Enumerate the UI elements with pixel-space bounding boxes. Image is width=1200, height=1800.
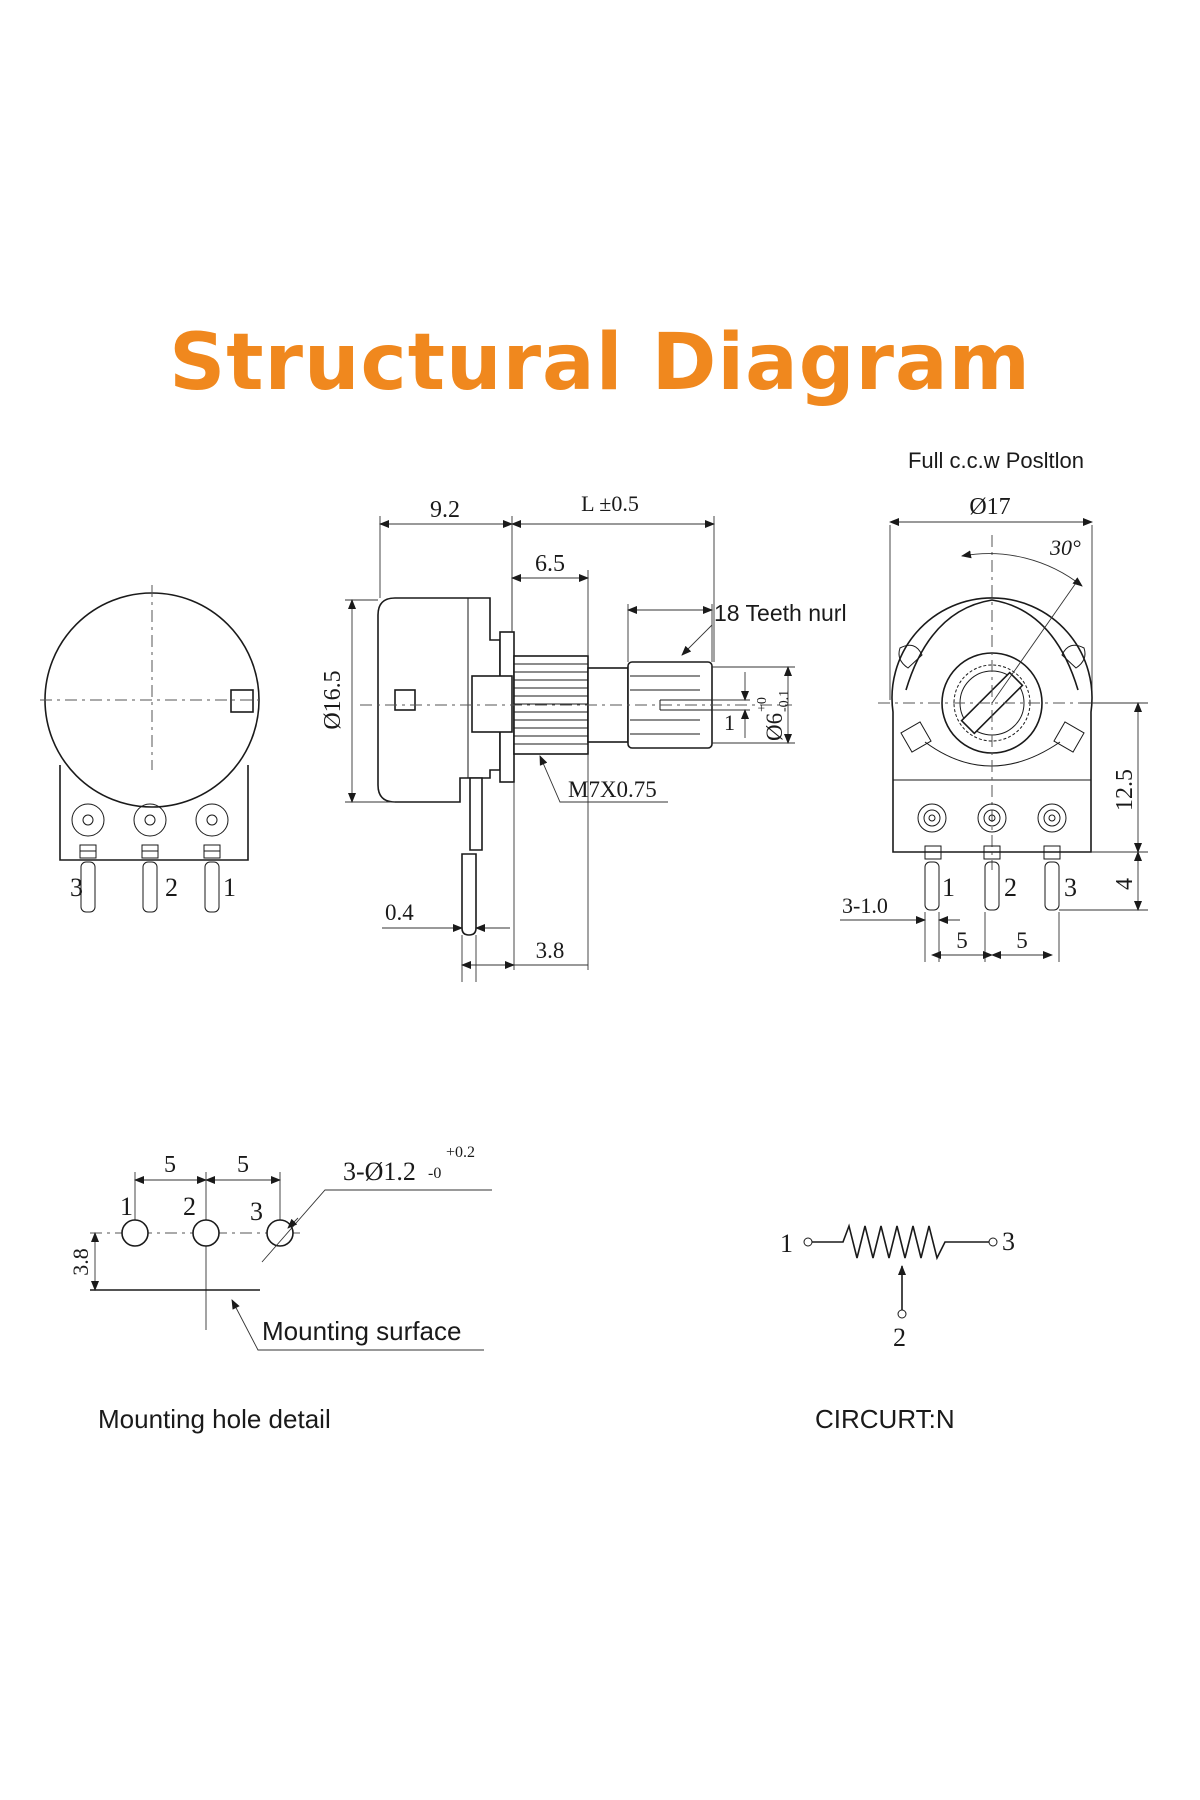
dim-shaft-tol-lower: -0.1 bbox=[777, 690, 792, 712]
rear-terminal-2 bbox=[977, 803, 1007, 911]
rear-dim-pitch-a: 5 bbox=[956, 928, 968, 953]
circuit-terminal-2 bbox=[897, 1309, 907, 1319]
front-view: 3 2 1 bbox=[40, 585, 262, 913]
circuit-diagram: 1 3 2 CIRCURT:N bbox=[780, 1223, 1015, 1434]
dim-terminal-thickness: 0.4 bbox=[385, 900, 414, 925]
dim-shaft-length: L ±0.5 bbox=[581, 491, 639, 516]
mount-dim-offset: 3.8 bbox=[68, 1248, 93, 1276]
mount-dim-pitch-b: 5 bbox=[237, 1152, 249, 1178]
side-threaded-bushing bbox=[513, 655, 589, 755]
mount-dim-hole-upper: +0.2 bbox=[446, 1144, 475, 1161]
mount-hole-label-1: 1 bbox=[120, 1192, 133, 1221]
front-pin-label-2: 2 bbox=[165, 873, 178, 902]
rear-dim-angle: 30° bbox=[1049, 535, 1081, 560]
front-mount-bracket bbox=[59, 765, 249, 861]
rear-dim-height: 12.5 bbox=[1112, 769, 1138, 811]
mount-caption: Mounting hole detail bbox=[98, 1404, 331, 1434]
circuit-pin-label-3: 3 bbox=[1002, 1227, 1015, 1256]
rear-dim-pin-width: 3-1.0 bbox=[842, 893, 888, 918]
rear-dim-pitch-b: 5 bbox=[1016, 928, 1028, 953]
page-title: Structural Diagram bbox=[169, 318, 1031, 408]
rear-terminal-3 bbox=[1037, 803, 1067, 911]
mount-dim-hole-lower: -0 bbox=[428, 1165, 441, 1182]
mount-hole-2 bbox=[192, 1219, 220, 1247]
circuit-pin-label-1: 1 bbox=[780, 1229, 793, 1258]
mount-hole-1 bbox=[121, 1219, 149, 1247]
mount-hole-label-2: 2 bbox=[183, 1192, 196, 1221]
dim-terminal-offset: 3.8 bbox=[536, 938, 565, 963]
dim-shaft-tol-upper: +0 bbox=[755, 697, 770, 712]
rear-pin-label-1: 1 bbox=[942, 873, 955, 902]
front-anti-rotation-tab bbox=[230, 689, 254, 713]
rear-pin-label-2: 2 bbox=[1004, 873, 1017, 902]
mount-hole-label-3: 3 bbox=[250, 1197, 263, 1226]
label-knurl: 18 Teeth nurl bbox=[714, 600, 847, 626]
dim-body-depth: 9.2 bbox=[430, 497, 460, 523]
mount-surface-label: Mounting surface bbox=[262, 1316, 461, 1346]
side-terminal bbox=[469, 777, 483, 851]
side-tab bbox=[394, 689, 416, 711]
rear-position-label: Full c.c.w Posltlon bbox=[908, 448, 1084, 473]
circuit-terminal-1 bbox=[803, 1237, 813, 1247]
rear-pin-label-3: 3 bbox=[1064, 873, 1077, 902]
dim-slot: 1 bbox=[724, 710, 735, 735]
rear-view: Full c.c.w Posltlon Ø17 30° bbox=[840, 448, 1148, 962]
front-terminal-2 bbox=[133, 803, 167, 913]
rear-terminal-1 bbox=[917, 803, 947, 911]
circuit-terminal-3 bbox=[988, 1237, 998, 1247]
resistor-symbol bbox=[812, 1223, 989, 1261]
rear-dim-pin-length: 4 bbox=[1112, 878, 1138, 890]
front-pin-label-1: 1 bbox=[223, 873, 236, 902]
front-pin-label-3: 3 bbox=[70, 873, 83, 902]
front-terminal-1 bbox=[195, 803, 229, 913]
rear-dim-diameter: Ø17 bbox=[969, 494, 1010, 520]
circuit-pin-label-2: 2 bbox=[893, 1323, 906, 1352]
dim-shaft-diameter: Ø6 bbox=[762, 713, 787, 741]
front-terminal-3 bbox=[71, 803, 105, 913]
side-view: 9.2 L ±0.5 6.5 18 Teeth nurl Ø16.5 M7 bbox=[320, 491, 847, 982]
dim-thread-length: 6.5 bbox=[535, 551, 565, 577]
side-housing bbox=[377, 597, 501, 803]
side-thread-lines bbox=[514, 663, 588, 745]
mounting-detail: 5 5 1 2 3 3-Ø1.2 +0.2 -0 3.8 Mounting su… bbox=[68, 1144, 492, 1434]
mount-dim-pitch-a: 5 bbox=[164, 1152, 176, 1178]
mount-hole-3 bbox=[266, 1219, 294, 1247]
dim-body-diameter: Ø16.5 bbox=[320, 670, 346, 729]
rear-body bbox=[891, 597, 1093, 853]
circuit-caption: CIRCURT:N bbox=[815, 1404, 955, 1434]
mount-dim-hole: 3-Ø1.2 bbox=[343, 1157, 416, 1186]
label-thread-text: M7X0.75 bbox=[568, 777, 657, 802]
